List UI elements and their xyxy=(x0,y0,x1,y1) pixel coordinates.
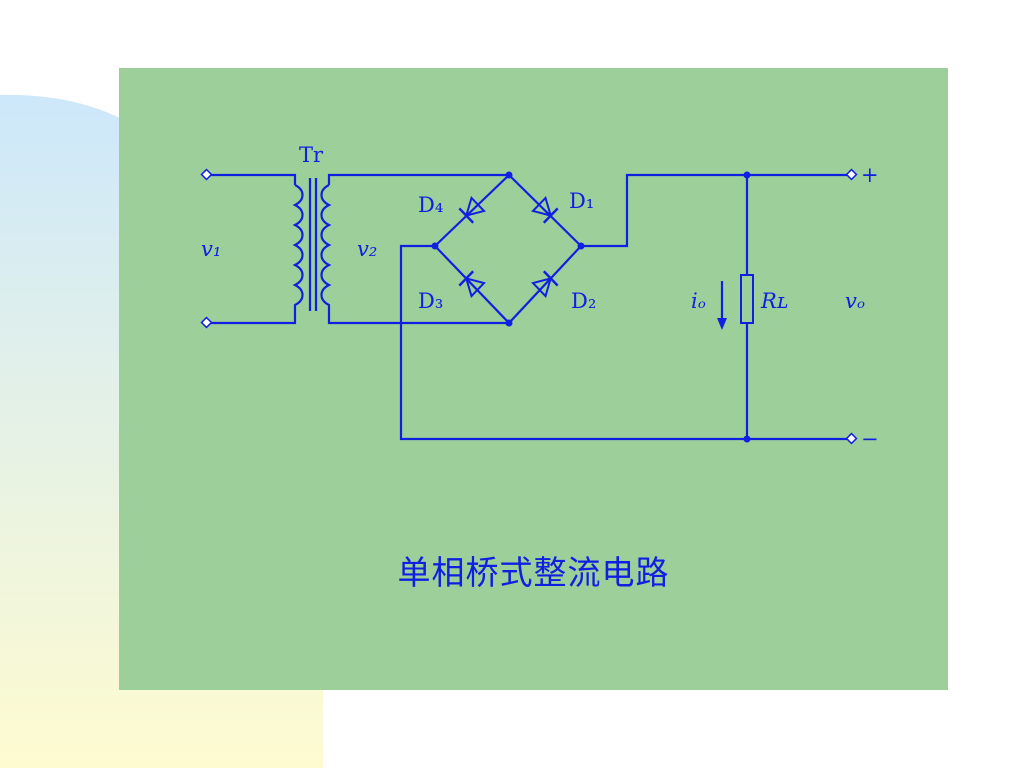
node-bottom xyxy=(505,319,513,327)
label-vo: vₒ xyxy=(845,289,865,313)
wire-sec-top xyxy=(327,173,509,185)
label-d3: D₃ xyxy=(418,289,443,313)
input-wires xyxy=(200,168,297,329)
wire-out-negative xyxy=(399,244,851,441)
label-v2: v₂ xyxy=(357,237,377,261)
load-resistor-symbol xyxy=(740,274,754,324)
label-io: iₒ xyxy=(691,289,706,313)
label-d4: D₄ xyxy=(418,193,443,217)
label-v1: v₁ xyxy=(201,237,221,261)
diode-d4-symbol xyxy=(458,196,486,224)
diode-bridge xyxy=(431,171,585,327)
bridge-rectifier-circuit: Tr v₁ v₂ D₄ D₁ D₃ D₂ iₒ Rʟ vₒ + − xyxy=(200,143,879,451)
diagram-panel: Tr v₁ v₂ D₄ D₁ D₃ D₂ iₒ Rʟ vₒ + − 单相桥式整流… xyxy=(119,68,948,690)
terminal-out-top xyxy=(845,168,858,181)
diode-d2-symbol xyxy=(531,270,559,298)
primary-coil xyxy=(292,184,304,313)
diode-d1-symbol xyxy=(531,196,559,224)
secondary-coil xyxy=(320,184,332,313)
diagram-caption: 单相桥式整流电路 xyxy=(397,553,670,592)
label-minus: − xyxy=(861,427,879,451)
label-rl: Rʟ xyxy=(760,289,788,313)
label-d2: D₂ xyxy=(571,289,596,313)
current-arrow xyxy=(717,281,727,330)
node-out-bottom xyxy=(743,435,751,443)
wire-sec-bottom xyxy=(327,313,509,325)
terminal-out-bottom xyxy=(845,432,858,445)
wire-out-positive xyxy=(581,173,851,248)
terminal-in-top xyxy=(200,168,213,181)
node-top xyxy=(505,171,513,179)
node-out-top xyxy=(743,171,751,179)
label-plus: + xyxy=(861,163,879,187)
label-d1: D₁ xyxy=(569,189,594,213)
diode-d3-symbol xyxy=(458,270,486,298)
terminal-in-bottom xyxy=(200,316,213,329)
label-transformer: Tr xyxy=(299,143,324,167)
transformer xyxy=(292,178,332,313)
